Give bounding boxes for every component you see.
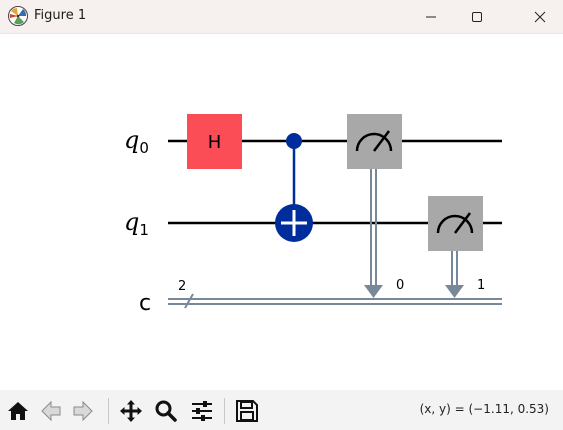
matplotlib-app-icon: [8, 6, 28, 26]
close-icon: [534, 11, 545, 22]
meter-needle-q1: [454, 212, 471, 234]
measure-0-arrow: [364, 285, 383, 298]
h-gate-label: H: [208, 132, 222, 153]
toolbar-separator: [108, 398, 109, 424]
pan-icon: [120, 400, 142, 422]
classical-register-label: c: [139, 291, 151, 316]
toolbar-separator: [224, 398, 225, 424]
forward-arrow-icon: [73, 400, 93, 422]
meter-icon: [436, 214, 474, 234]
save-button[interactable]: [234, 398, 260, 424]
configure-subplots-icon: [192, 401, 212, 421]
zoom-button[interactable]: [153, 398, 179, 424]
navigation-toolbar: (x, y) = (−1.11, 0.53): [0, 390, 563, 430]
measure-1-arrow: [445, 285, 464, 298]
home-icon: [8, 402, 28, 420]
figure-canvas[interactable]: q0 q1 c 2 H: [0, 34, 563, 390]
clbit-label-1: 1: [477, 278, 485, 293]
forward-button[interactable]: [70, 398, 96, 424]
measure-gate-q0: [347, 114, 402, 169]
minimize-button[interactable]: [408, 0, 454, 33]
qubit-label-q1: q1: [124, 208, 149, 239]
configure-subplots-button[interactable]: [189, 398, 215, 424]
meter-needle-q0: [373, 130, 390, 152]
back-arrow-icon: [41, 400, 61, 422]
home-button[interactable]: [5, 398, 31, 424]
measure-gate-q1: [428, 196, 483, 251]
h-gate: [187, 114, 242, 169]
back-button[interactable]: [38, 398, 64, 424]
pan-button[interactable]: [118, 398, 144, 424]
save-icon: [236, 400, 258, 422]
classical-register-slash: [184, 293, 194, 309]
title-bar: Figure 1: [0, 0, 563, 34]
cnot-control-dot: [286, 133, 302, 149]
maximize-button[interactable]: [454, 0, 500, 33]
clbit-label-0: 0: [396, 278, 404, 293]
window-title: Figure 1: [34, 8, 87, 23]
zoom-icon: [155, 400, 177, 422]
classical-register-size: 2: [178, 279, 186, 294]
maximize-icon: [472, 11, 482, 22]
minimize-icon: [426, 16, 436, 17]
qubit-label-q0: q0: [124, 126, 149, 157]
meter-icon: [355, 132, 393, 152]
circuit-diagram: q0 q1 c 2 H: [124, 114, 502, 316]
cursor-coordinates: (x, y) = (−1.11, 0.53): [419, 402, 549, 416]
close-button[interactable]: [516, 0, 563, 33]
